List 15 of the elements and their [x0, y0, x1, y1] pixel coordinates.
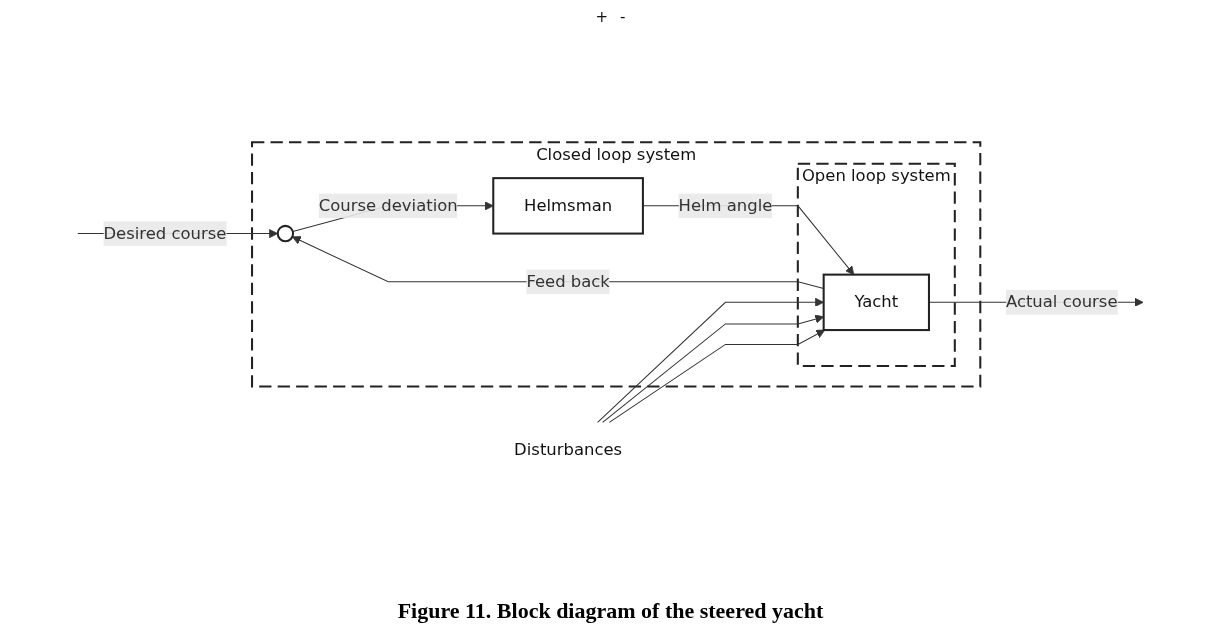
- sign-label: +: [595, 8, 609, 26]
- arrow: [608, 329, 826, 423]
- edge-label: Feed back: [526, 271, 610, 291]
- node-text: Disturbances: [514, 439, 623, 460]
- sign-label: -: [620, 8, 626, 26]
- edge-label: Actual course: [1005, 292, 1118, 312]
- edge-label: Course deviation: [318, 195, 458, 216]
- node-box: Yacht: [822, 273, 930, 332]
- node-circle: [276, 224, 295, 243]
- edge-label: Desired course: [103, 223, 227, 243]
- arrow: [602, 314, 825, 423]
- arrow: [597, 297, 825, 423]
- edge-label: Helm angle: [678, 195, 773, 216]
- figure-caption: Figure 11. Block diagram of the steered yacht: [397, 598, 824, 624]
- node-box: Helmsman: [492, 177, 644, 235]
